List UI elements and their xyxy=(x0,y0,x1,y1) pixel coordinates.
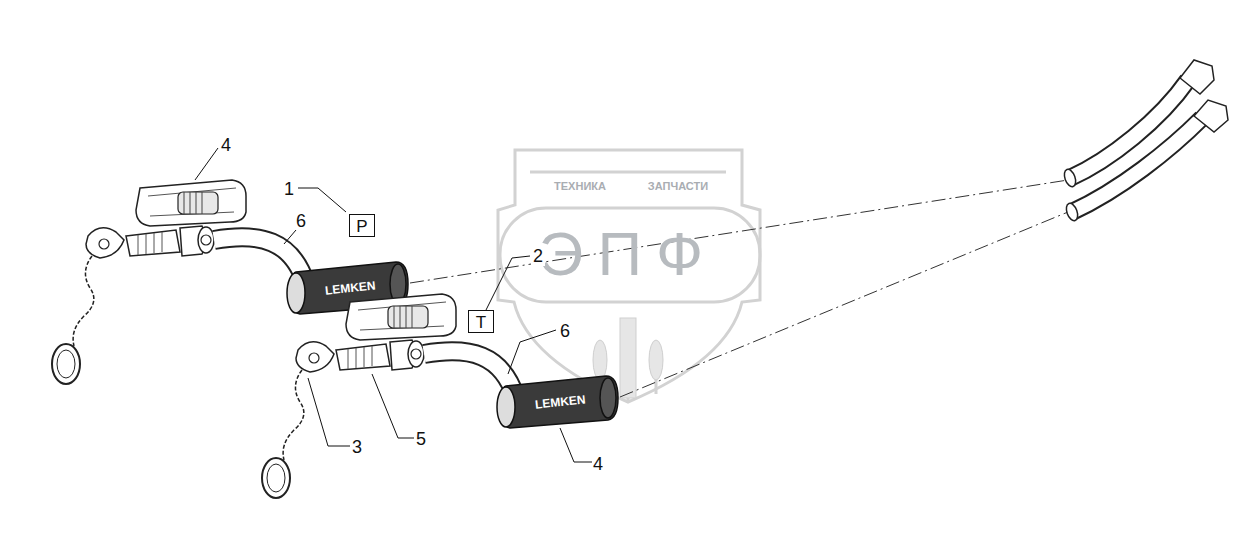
watermark-text: ЭПФ xyxy=(539,223,717,285)
watermark-text: ЗАПЧАСТИ xyxy=(648,181,708,192)
pipe-port-box: P xyxy=(349,214,375,237)
callout-number: 5 xyxy=(416,430,426,448)
port-letter: P xyxy=(350,218,374,235)
port-letter: T xyxy=(469,314,493,331)
watermark-text: ТЕХНИКА xyxy=(554,181,606,192)
pipe-port-box: T xyxy=(468,310,494,333)
callout-number: 3 xyxy=(352,438,362,456)
callout-number: 2 xyxy=(531,246,545,266)
callout-number: 6 xyxy=(560,322,570,340)
callout-number: 4 xyxy=(593,455,603,473)
callout-number: 4 xyxy=(221,136,231,154)
callout-number: 1 xyxy=(284,180,294,198)
callout-number: 6 xyxy=(296,212,306,230)
